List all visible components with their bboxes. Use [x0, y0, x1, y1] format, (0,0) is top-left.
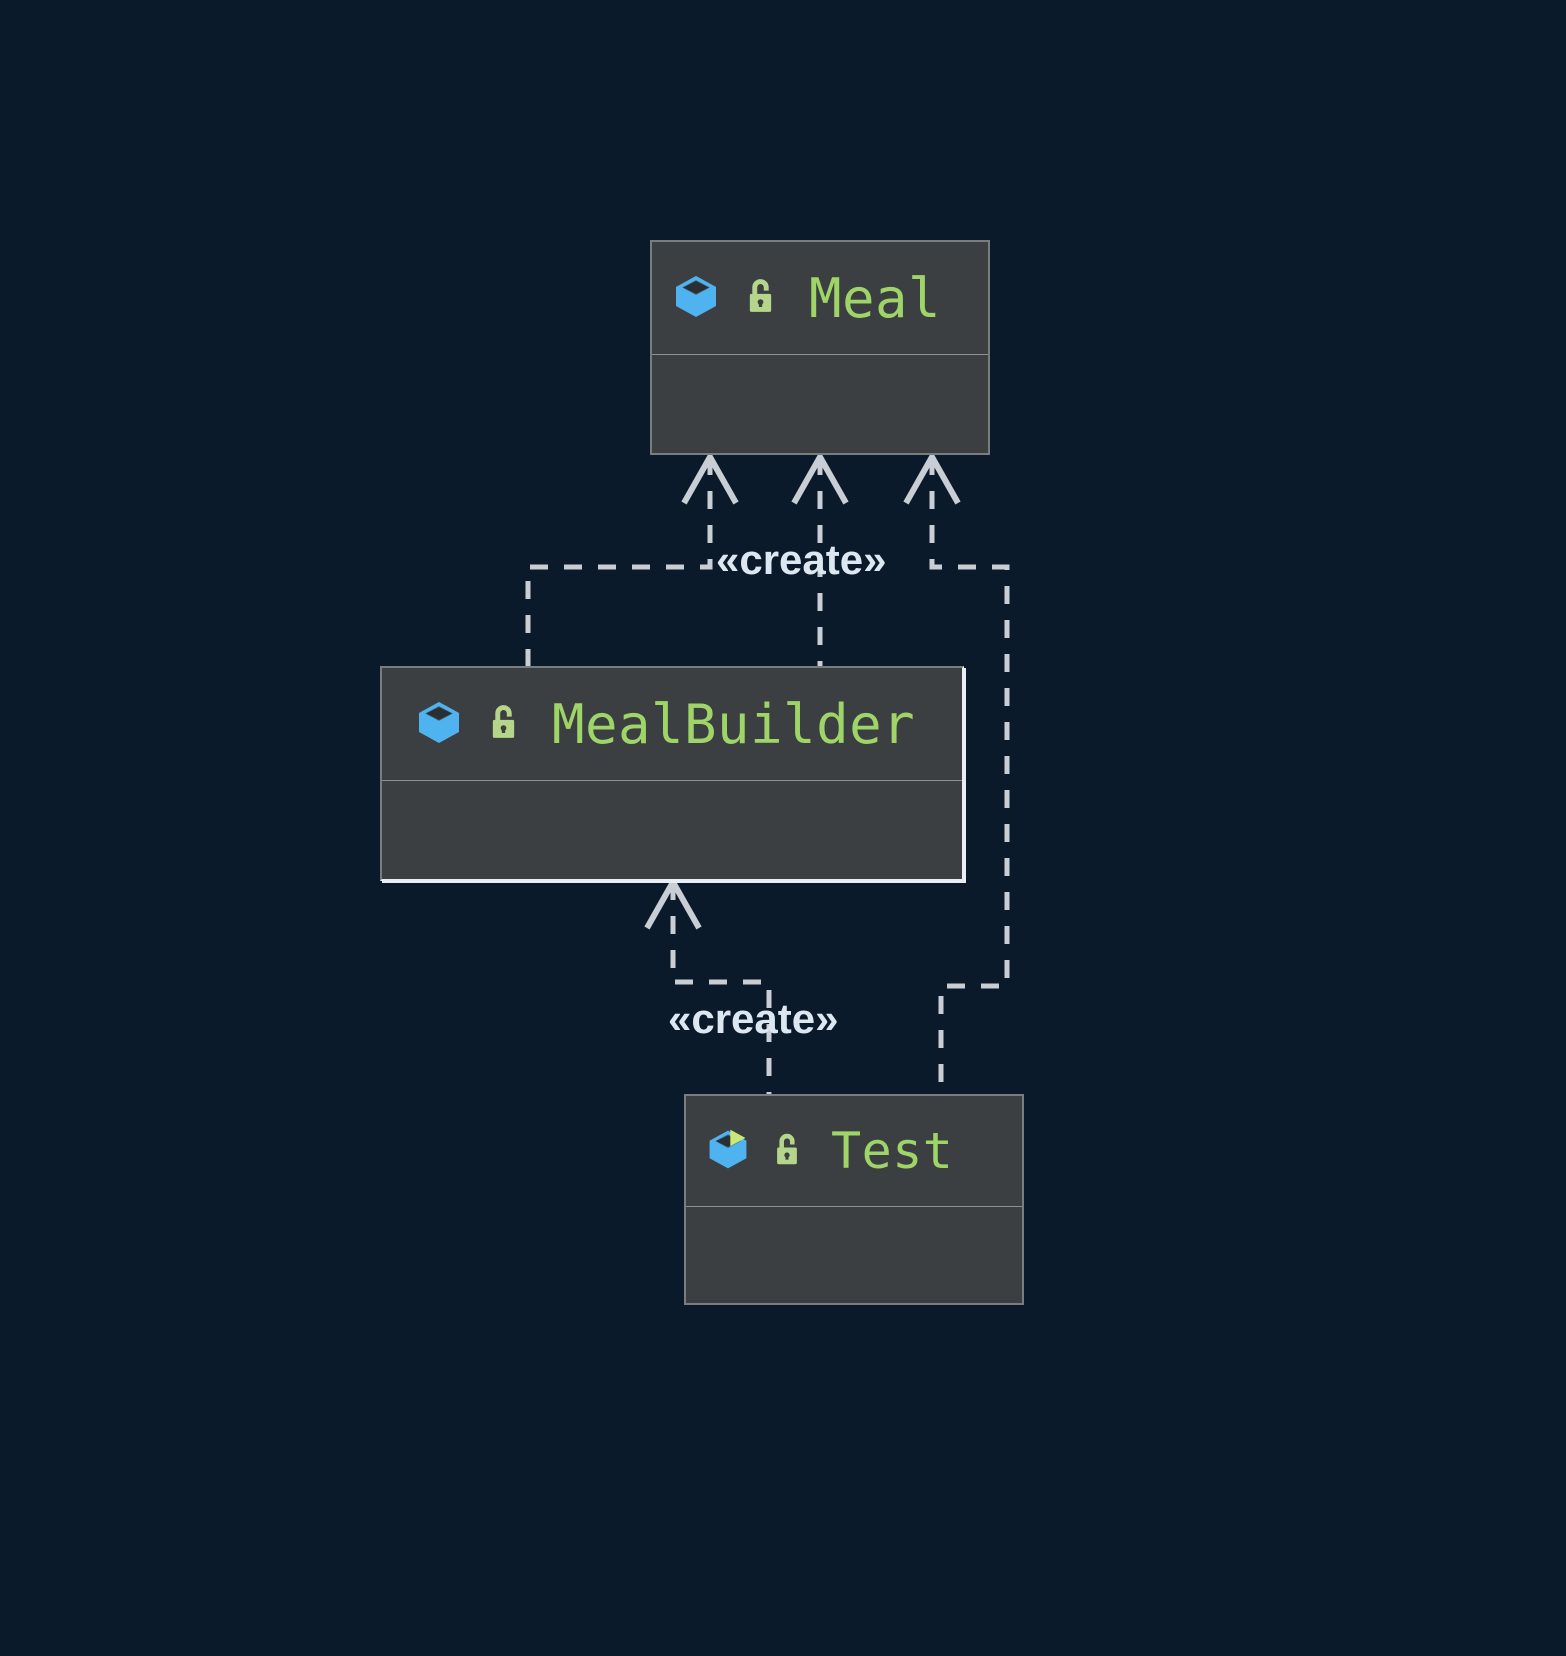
edge-label-create-bottom: «create»: [668, 995, 839, 1042]
class-members-compartment-meal: [652, 355, 988, 453]
uml-class-meal[interactable]: Meal: [650, 240, 990, 455]
open-arrowhead: [644, 875, 702, 930]
class-name-label: Test: [831, 1122, 954, 1180]
uml-class-test[interactable]: Test: [684, 1094, 1024, 1305]
lock-icon: [768, 1130, 806, 1173]
lock-icon: [740, 275, 781, 321]
class-cube-icon: [414, 697, 464, 752]
class-cube-icon: [671, 271, 721, 326]
test-class-cube-icon: [705, 1126, 751, 1177]
class-header-test: Test: [686, 1096, 1022, 1207]
dependency-edge[interactable]: [670, 882, 772, 1094]
class-header-meal: Meal: [652, 242, 988, 355]
open-arrowhead: [791, 450, 849, 505]
open-arrowhead: [681, 450, 739, 505]
class-name-label: Meal: [809, 266, 942, 330]
uml-class-mealbuilder[interactable]: MealBuilder: [380, 666, 964, 881]
class-members-compartment-test: [686, 1207, 1022, 1303]
lock-icon: [483, 701, 524, 747]
dependency-edge[interactable]: [525, 457, 713, 666]
open-arrowhead: [903, 450, 961, 505]
class-header-mealbuilder: MealBuilder: [382, 668, 962, 781]
class-name-label: MealBuilder: [552, 692, 916, 756]
edge-label-create-top: «create»: [716, 536, 887, 583]
class-members-compartment-mealbuilder: [382, 781, 962, 879]
